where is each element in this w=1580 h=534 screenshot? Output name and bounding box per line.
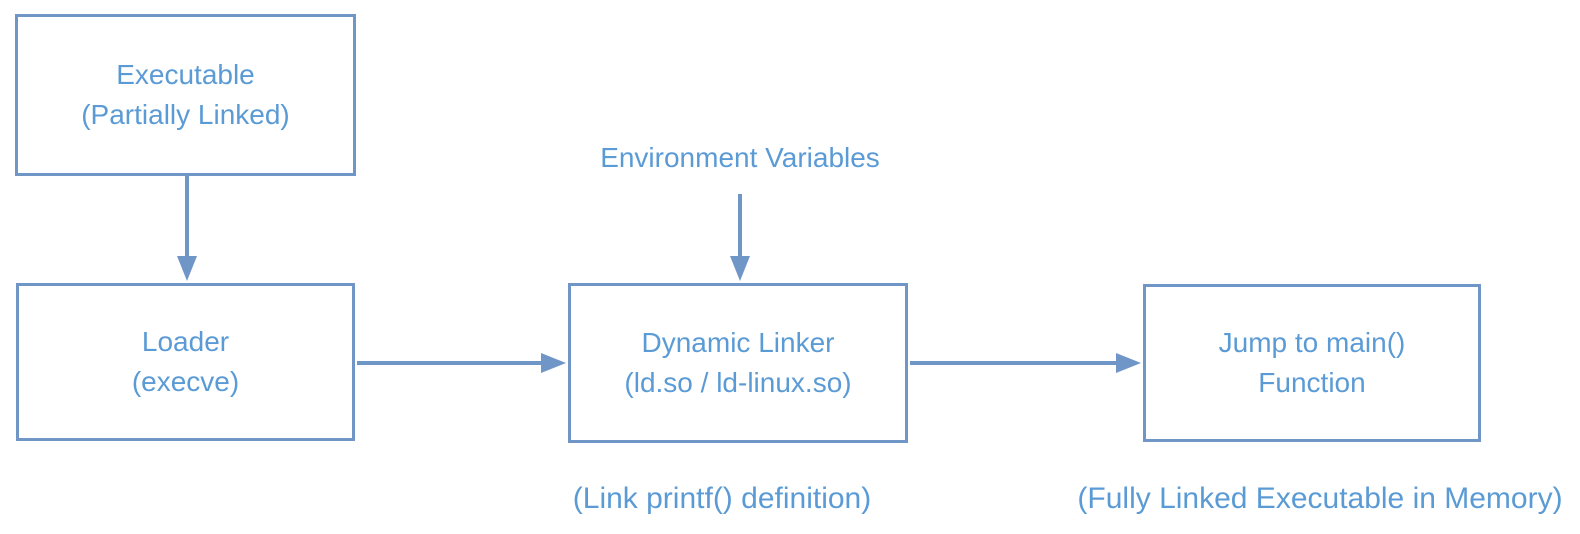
node-jump-to-main-line1: Jump to main()	[1218, 327, 1406, 359]
node-dynamic-linker: Dynamic Linker (ld.so / ld-linux.so)	[568, 283, 908, 443]
node-jump-to-main-line2: Function	[1258, 367, 1366, 398]
node-loader: Loader (execve)	[16, 283, 355, 441]
fully-linked-caption: (Fully Linked Executable in Memory)	[1077, 482, 1563, 515]
node-dynamic-linker-line2: (ld.so / ld-linux.so)	[624, 367, 852, 398]
node-executable: Executable (Partially Linked)	[15, 14, 356, 176]
link-printf-caption: (Link printf() definition)	[572, 482, 872, 515]
node-jump-to-main: Jump to main() Function	[1143, 284, 1481, 442]
node-executable-line2: (Partially Linked)	[81, 99, 290, 130]
arrow-dynamic-linker-to-jump-main	[910, 353, 1141, 373]
node-dynamic-linker-line1: Dynamic Linker	[641, 327, 835, 359]
environment-variables-label: Environment Variables	[600, 142, 880, 173]
arrow-executable-to-loader	[177, 176, 197, 281]
node-executable-line1: Executable	[116, 59, 255, 91]
arrow-loader-to-dynamic-linker	[357, 353, 566, 373]
arrow-env-variables-to-dynamic-linker	[730, 194, 750, 281]
node-loader-line2: (execve)	[131, 366, 240, 397]
node-loader-line1: Loader	[141, 326, 230, 358]
